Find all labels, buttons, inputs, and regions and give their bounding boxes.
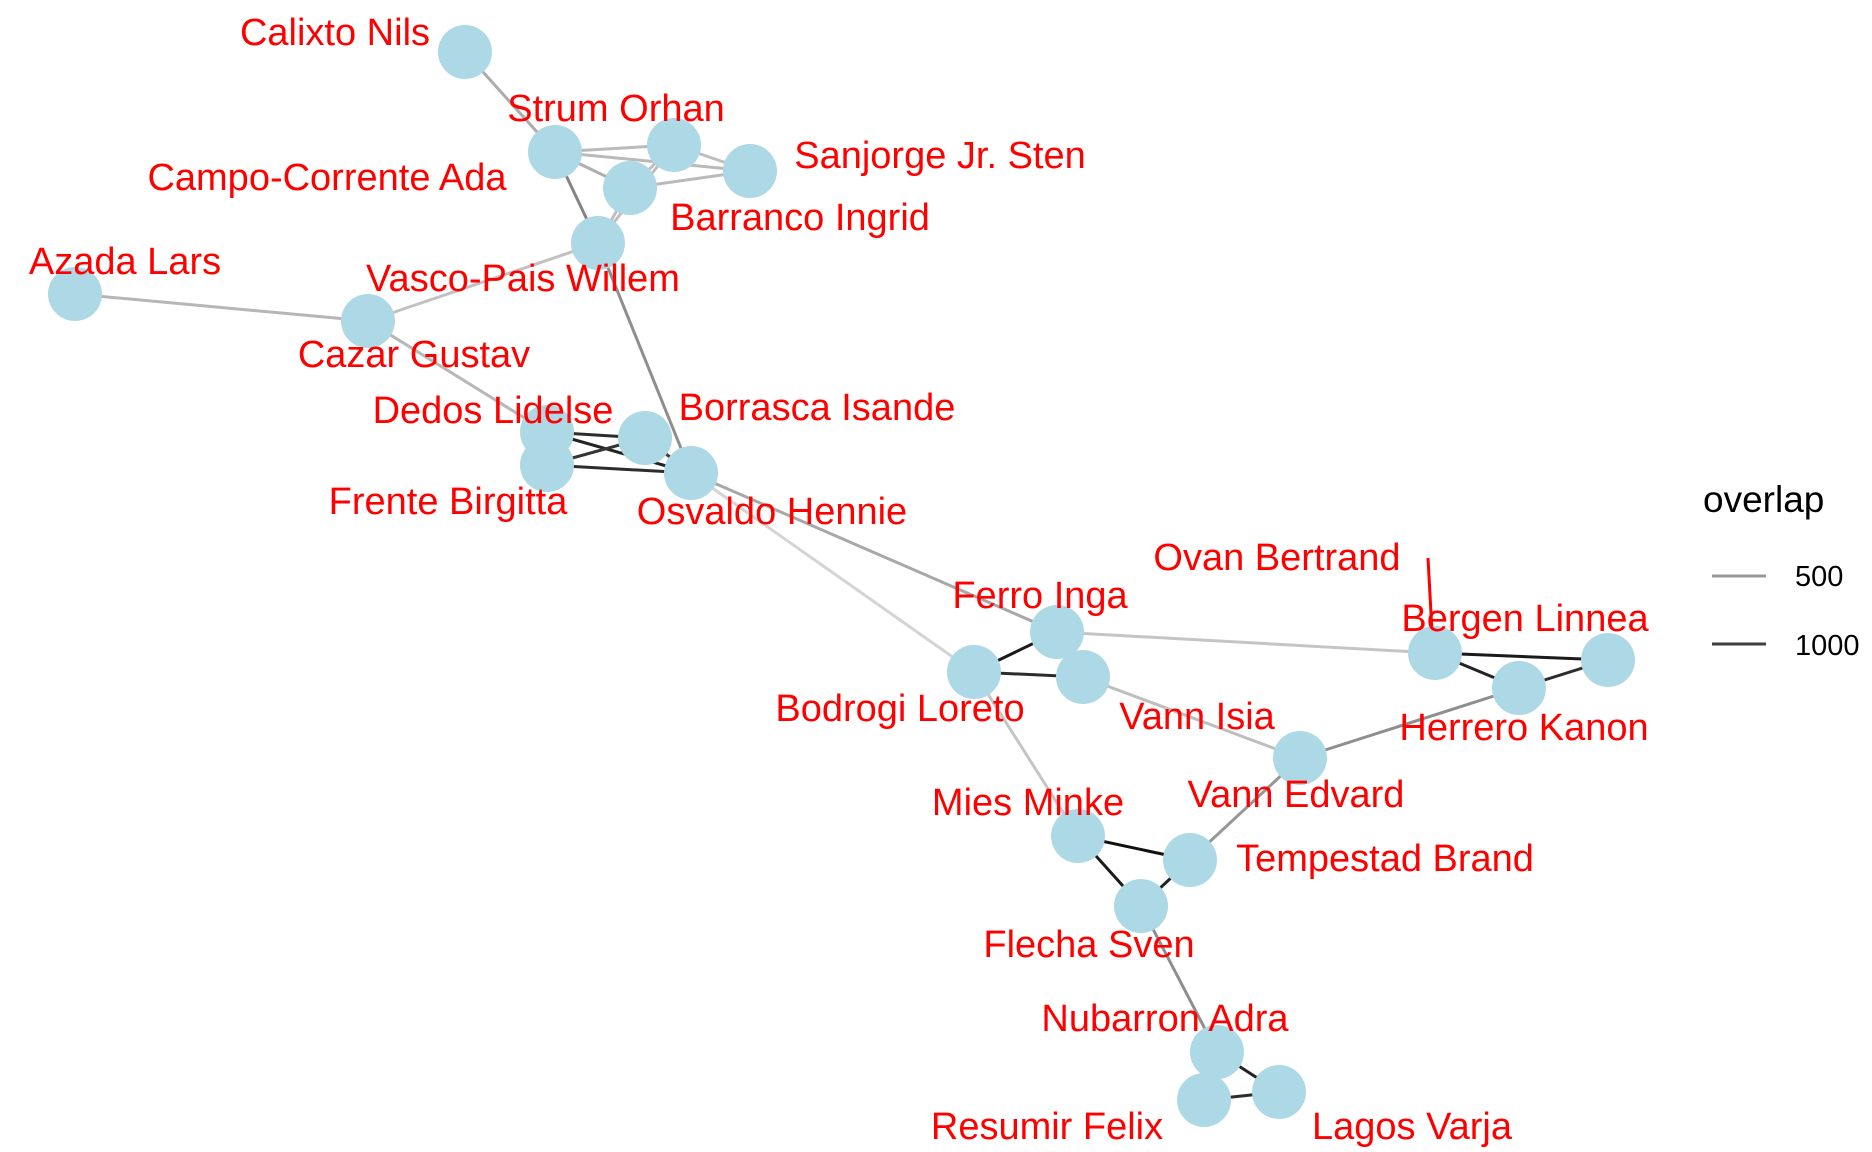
edge-vannisia-vannedvard — [1082, 675, 1301, 760]
node-label-dedos: Dedos Lidelse — [373, 390, 614, 432]
node-label-lagos: Lagos Varja — [1312, 1106, 1513, 1148]
node-lagos — [1252, 1065, 1306, 1119]
node-label-cazar: Cazar Gustav — [298, 334, 530, 376]
node-vasco — [571, 216, 625, 270]
node-strum — [647, 118, 701, 172]
legend-title: overlap — [1703, 479, 1824, 520]
edge-ferro-bergen — [1056, 630, 1436, 655]
node-frente — [520, 438, 574, 492]
node-label-flecha: Flecha Sven — [983, 924, 1194, 966]
edge-azada-cazar — [74, 292, 369, 323]
node-label-borrasca: Borrasca Isande — [679, 387, 956, 429]
node-label-frente: Frente Birgitta — [329, 481, 569, 523]
node-campo — [528, 125, 582, 179]
node-label-mies: Mies Minke — [932, 782, 1124, 824]
node-label-campo: Campo-Corrente Ada — [147, 157, 507, 199]
node-label-herrero: Herrero Kanon — [1399, 707, 1648, 749]
node-tempestad — [1163, 833, 1217, 887]
node-label-tempestad: Tempestad Brand — [1236, 838, 1534, 880]
node-barranco — [603, 161, 657, 215]
legend: overlap 500 1000 — [1703, 479, 1860, 662]
node-label-nubarron: Nubarron Adra — [1041, 998, 1289, 1040]
node-borrasca — [618, 411, 672, 465]
node-resumir — [1177, 1073, 1231, 1127]
node-herrero — [1492, 661, 1546, 715]
edge-osvaldo-ferro — [690, 471, 1058, 634]
node-sanjorge — [723, 144, 777, 198]
node-mies — [1051, 809, 1105, 863]
node-bodrogi — [947, 645, 1001, 699]
node-cazar — [341, 294, 395, 348]
edge-vasco-osvaldo — [596, 242, 693, 474]
node-label-vannedvard: Vann Edvard — [1188, 774, 1405, 816]
legend-key-label-500: 500 — [1795, 561, 1843, 593]
node-label-bergen: Bergen Linnea — [1401, 598, 1649, 640]
edge-flecha-nubarron — [1139, 905, 1219, 1053]
node-vannedvard — [1273, 731, 1327, 785]
node-label-osvaldo: Osvaldo Hennie — [637, 491, 907, 533]
edge-cazar-dedos — [367, 319, 548, 434]
node-label-ovan: Ovan Bertrand — [1153, 537, 1400, 579]
node-label-azada: Azada Lars — [29, 241, 221, 283]
node-azada — [48, 267, 102, 321]
node-calixto — [438, 25, 492, 79]
node-label-vasco: Vasco-Pais Willem — [366, 258, 680, 300]
node-nubarron — [1190, 1025, 1244, 1079]
node-ferro — [1030, 605, 1084, 659]
node-layer — [48, 25, 1635, 1127]
node-label-sanjorge: Sanjorge Jr. Sten — [794, 135, 1086, 177]
edge-herrero-vannedvard — [1299, 686, 1520, 760]
node-flecha — [1114, 879, 1168, 933]
node-label-calixto: Calixto Nils — [240, 12, 430, 54]
node-bergen — [1408, 626, 1462, 680]
node-extra — [1581, 633, 1635, 687]
legend-key-label-1000: 1000 — [1795, 630, 1860, 662]
node-label-ferro: Ferro Inga — [952, 575, 1128, 617]
edge-campo-sanjorge — [554, 150, 751, 173]
edge-osvaldo-bodrogi — [690, 471, 975, 674]
node-label-vannisia: Vann Isia — [1119, 696, 1275, 738]
edge-bergen-extra — [1434, 651, 1609, 662]
node-label-bodrogi: Bodrogi Loreto — [775, 688, 1024, 730]
node-label-strum: Strum Orhan — [507, 88, 725, 130]
node-vannisia — [1056, 650, 1110, 704]
node-label-resumir: Resumir Felix — [931, 1106, 1163, 1148]
edge-bodrogi-mies — [972, 671, 1080, 837]
node-osvaldo — [664, 446, 718, 500]
node-label-barranco: Barranco Ingrid — [670, 197, 930, 239]
edge-vasco-cazar — [367, 241, 599, 323]
